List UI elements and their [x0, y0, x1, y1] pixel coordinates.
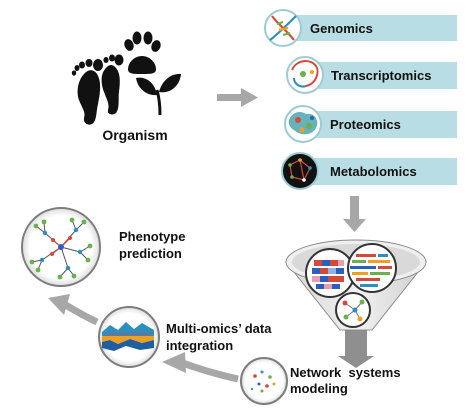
phenotype-tree-icon — [29, 217, 93, 280]
heatmap-circle — [305, 248, 355, 298]
network-modeling-step: Network systems modeling — [240, 357, 401, 405]
protein-icon — [288, 112, 318, 135]
integration-step: Multi-omics’ data integration — [98, 306, 272, 368]
phenotype-label-line2: prediction — [119, 246, 182, 261]
stacked-profile-icon — [102, 322, 154, 351]
arrow-to-funnel — [343, 196, 366, 232]
rna-icon — [291, 60, 319, 88]
omics-label-genomics: Genomics — [310, 21, 373, 36]
omics-label-proteomics: Proteomics — [330, 117, 401, 132]
network-modeling-label-line2: modeling — [290, 381, 348, 396]
integration-funnel — [284, 239, 428, 368]
omics-transcriptomics: Transcriptomics — [286, 56, 457, 94]
arrow-network-to-integration — [162, 352, 239, 383]
omics-label-transcriptomics: Transcriptomics — [331, 68, 431, 83]
organism-label: Organism — [102, 127, 167, 143]
omics-metabolomics: Metabolomics — [281, 152, 457, 190]
phenotype-step: Phenotype prediction — [21, 207, 185, 287]
footprint-icon — [71, 54, 124, 125]
metabolite-network-icon — [288, 158, 312, 182]
scatter-network-icon — [250, 370, 276, 393]
network-modeling-label-line1: Network systems — [290, 365, 401, 380]
paw-icon — [124, 31, 161, 74]
network-circle — [335, 292, 371, 328]
integration-label-line1: Multi-omics’ data — [166, 321, 272, 336]
dna-icon — [269, 15, 297, 41]
phenotype-label-line1: Phenotype — [119, 229, 185, 244]
arrow-to-omics — [217, 88, 258, 107]
omics-label-metabolomics: Metabolomics — [330, 164, 417, 179]
bands-circle — [347, 243, 397, 293]
omics-genomics: Genomics — [264, 9, 457, 47]
plant-icon — [136, 73, 181, 116]
integration-label-line2: integration — [166, 338, 233, 353]
arrow-integration-to-phenotype — [48, 294, 99, 326]
omics-proteomics: Proteomics — [284, 105, 457, 143]
